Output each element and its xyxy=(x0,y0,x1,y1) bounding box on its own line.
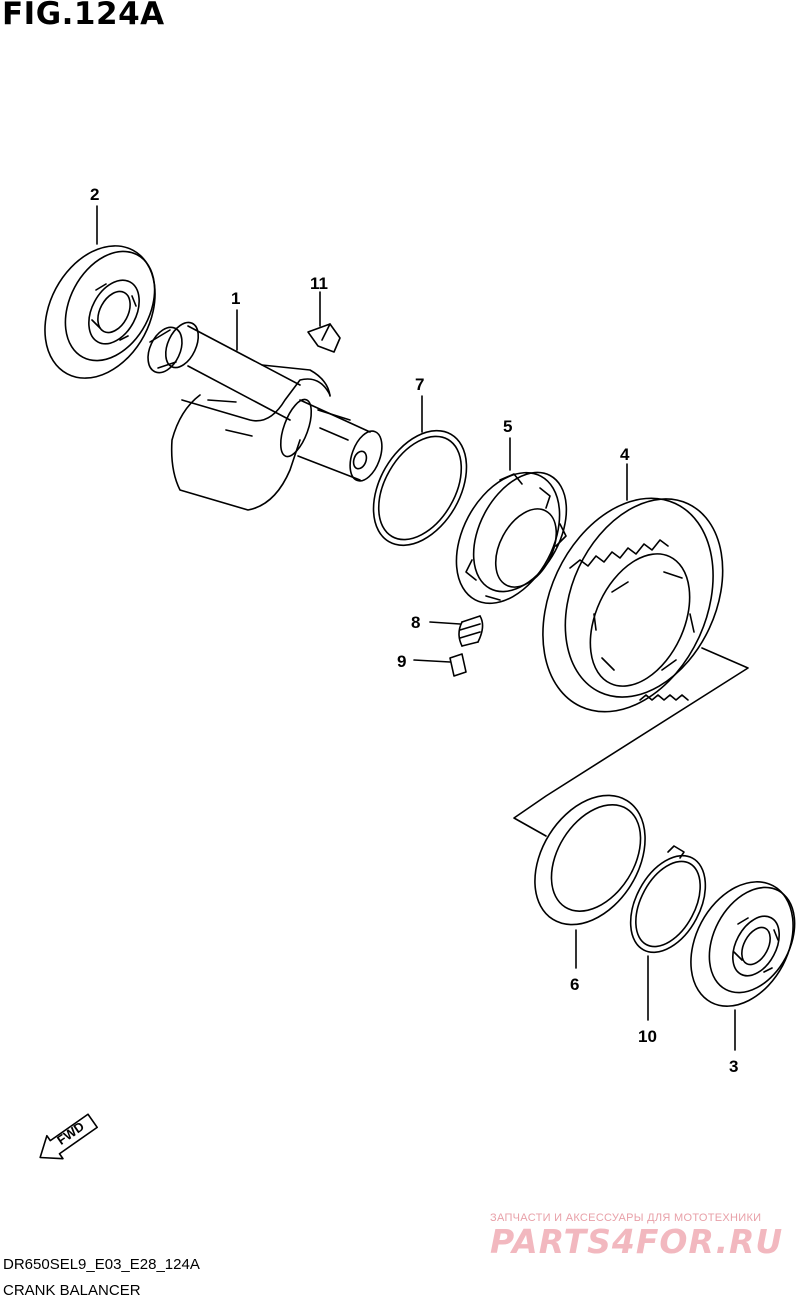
washer-7 xyxy=(372,429,468,547)
damper-hub-5 xyxy=(455,471,568,605)
thrust-washer-6 xyxy=(534,794,646,926)
bearing-3 xyxy=(690,881,796,1007)
callout-8: 8 xyxy=(411,613,420,632)
callout-9: 9 xyxy=(397,652,406,671)
callout-11: 11 xyxy=(310,274,328,293)
section-name: CRANK BALANCER xyxy=(3,1282,141,1299)
pin-9 xyxy=(449,653,467,677)
callout-10: 10 xyxy=(638,1027,657,1046)
circlip-10 xyxy=(629,845,707,954)
watermark-subtitle: ЗАПЧАСТИ И АКСЕССУАРЫ ДЛЯ МОТОТЕХНИКИ xyxy=(490,1212,762,1224)
fwd-arrow-icon xyxy=(39,1113,98,1160)
callout-6: 6 xyxy=(570,975,579,994)
callout-5: 5 xyxy=(503,417,512,436)
bearing-2 xyxy=(44,245,156,379)
callout-2: 2 xyxy=(90,185,99,204)
woodruff-key-11 xyxy=(307,323,341,353)
model-code: DR650SEL9_E03_E28_124A xyxy=(3,1256,200,1273)
callout-4: 4 xyxy=(620,445,630,464)
callout-1: 1 xyxy=(231,289,240,308)
callout-3: 3 xyxy=(729,1057,738,1076)
spring-8 xyxy=(458,615,484,647)
watermark-logo: PARTS4FOR.RU xyxy=(490,1222,784,1261)
callout-7: 7 xyxy=(415,375,424,394)
balancer-gear-4 xyxy=(542,497,724,713)
balancer-shaft-1 xyxy=(147,321,383,511)
figure-title: FIG.124A xyxy=(2,0,165,32)
